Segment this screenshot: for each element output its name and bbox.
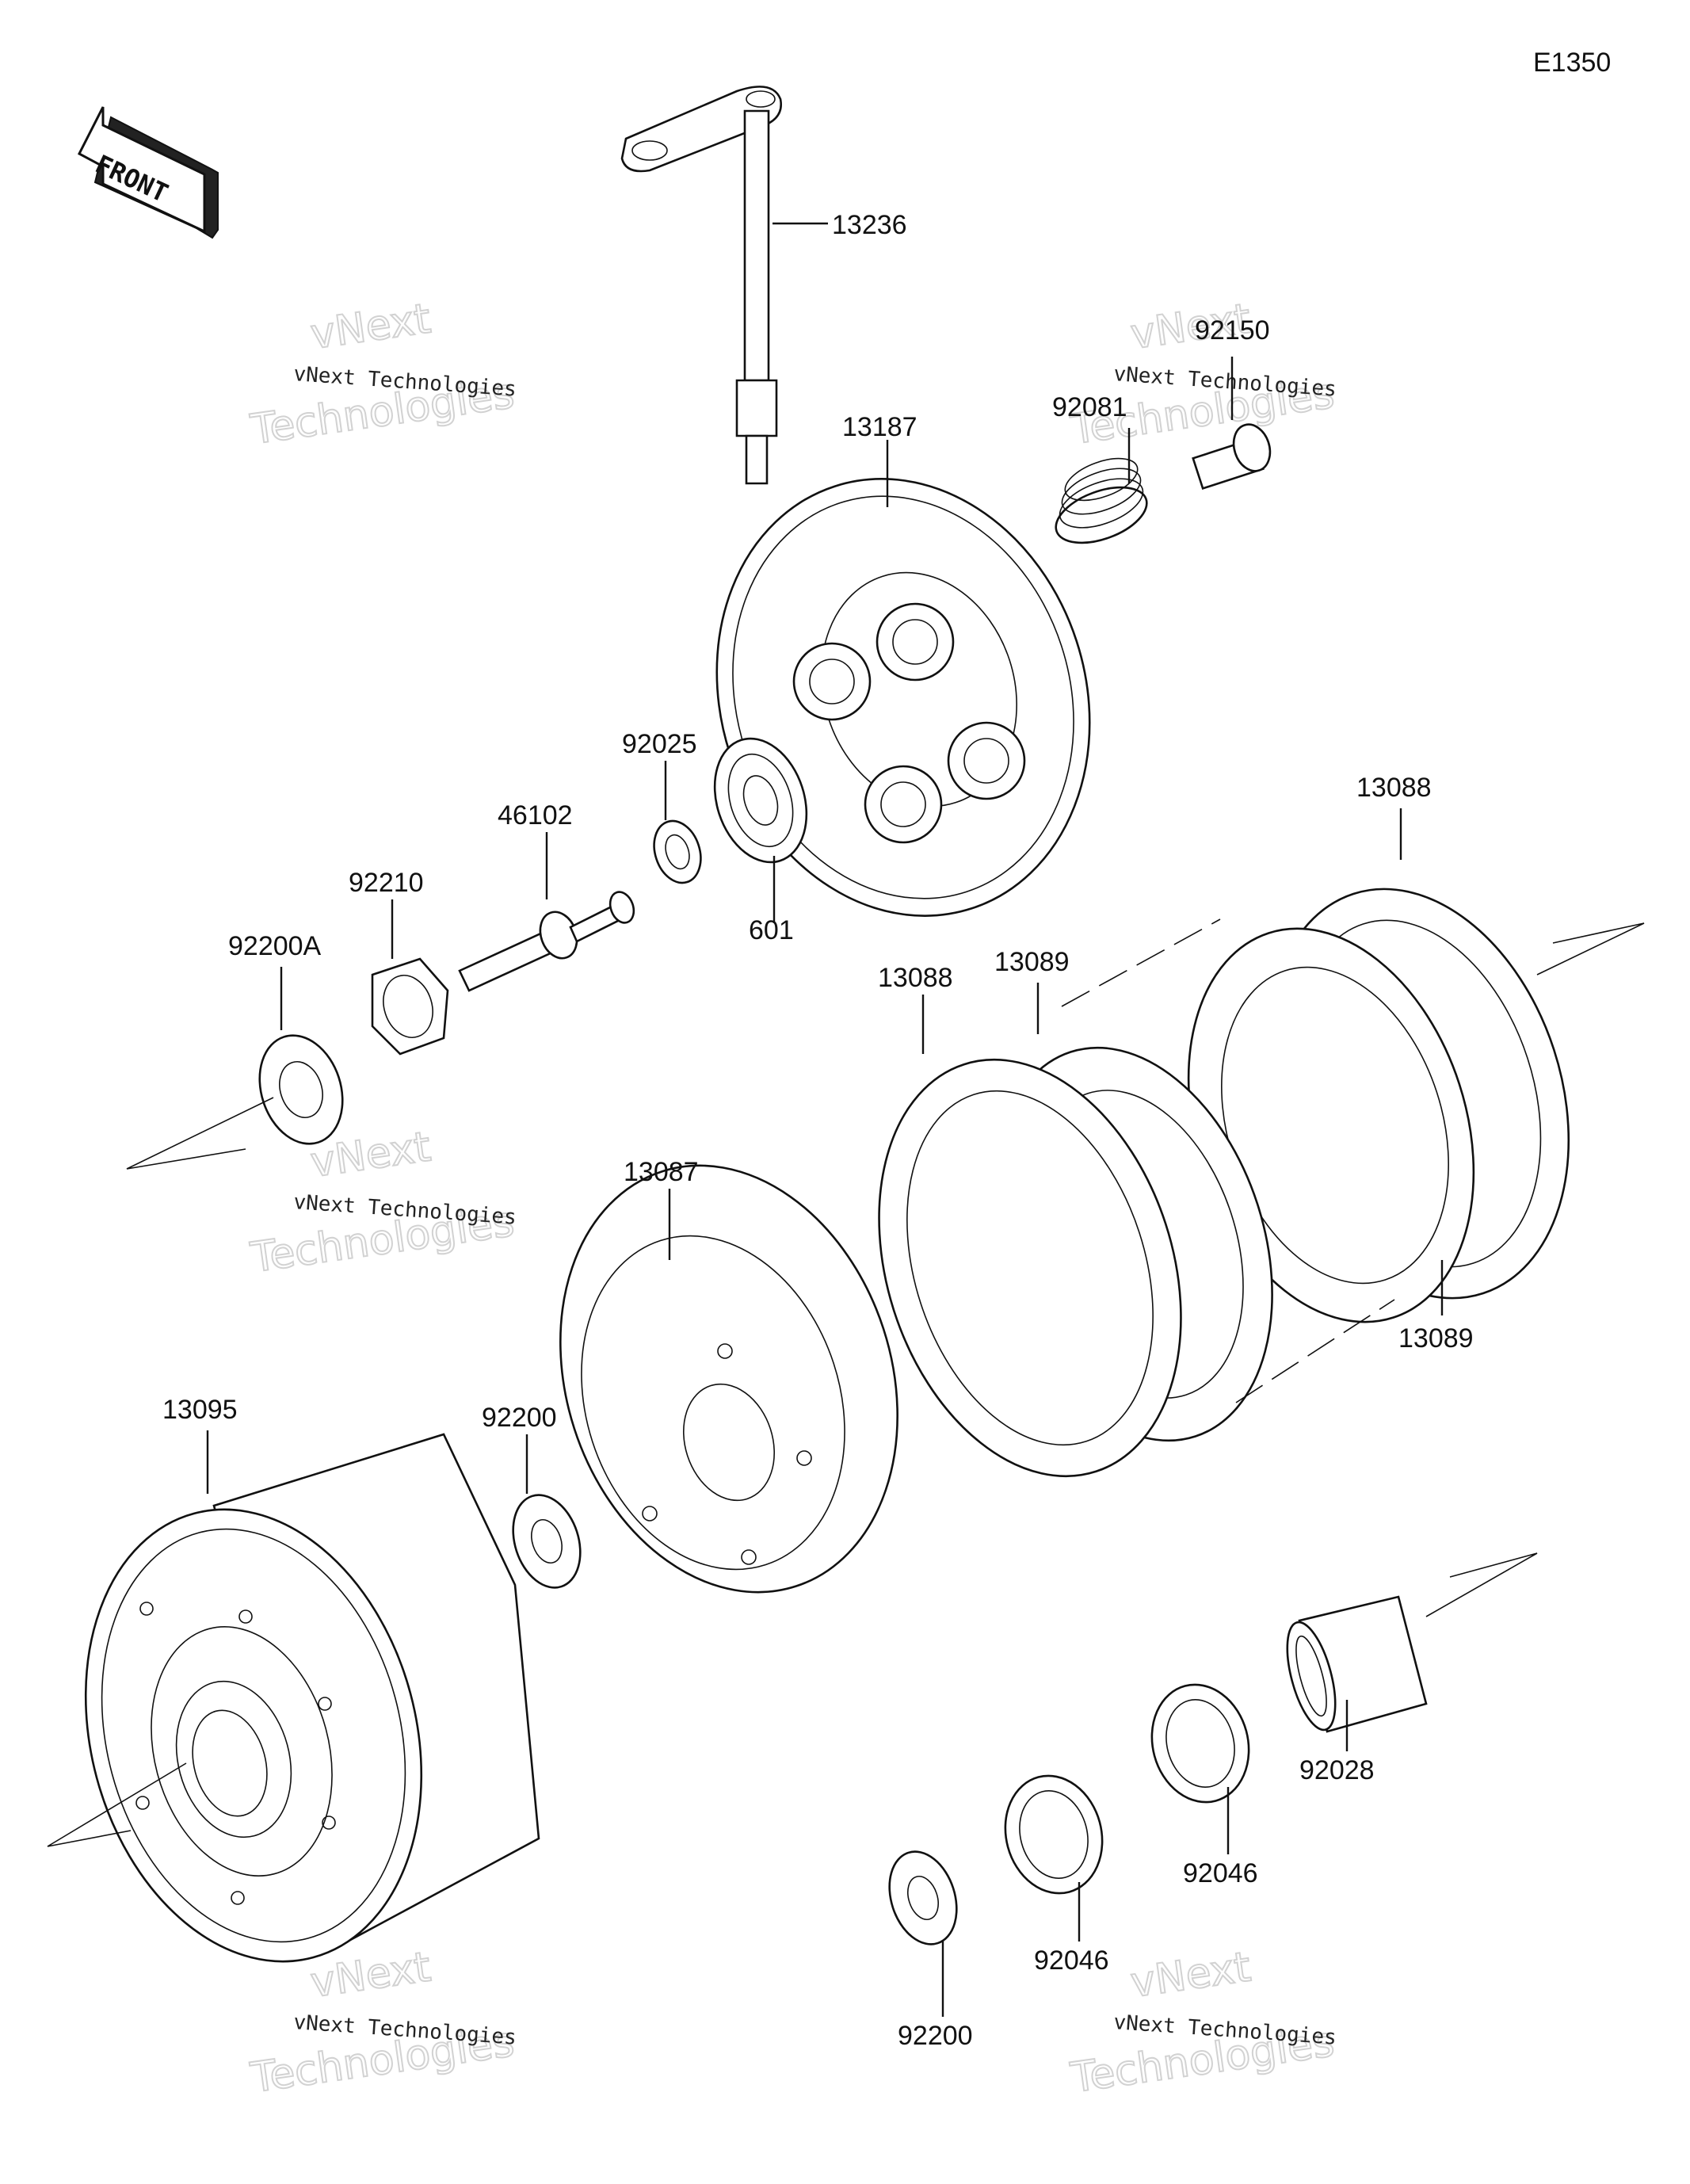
part-label-46102: 46102 xyxy=(498,800,573,830)
part-label-92046-right: 92046 xyxy=(1183,1858,1258,1888)
push-rod-46102 xyxy=(458,891,635,992)
part-label-92046-left: 92046 xyxy=(1034,1945,1109,1976)
part-label-92200-middle: 92200 xyxy=(482,1403,557,1433)
svg-text:vNext: vNext xyxy=(307,295,433,359)
part-label-92150: 92150 xyxy=(1195,315,1270,346)
part-label-13088-left: 13088 xyxy=(878,963,953,993)
part-label-92210: 92210 xyxy=(349,868,424,898)
part-label-13236: 13236 xyxy=(832,210,907,240)
part-label-92028: 92028 xyxy=(1299,1755,1375,1785)
part-label-13089-bottom: 13089 xyxy=(1398,1323,1474,1354)
part-label-601: 601 xyxy=(749,915,794,945)
part-label-92081: 92081 xyxy=(1052,392,1127,422)
part-label-13095: 13095 xyxy=(162,1395,238,1425)
clutch-housing-13095 xyxy=(84,1433,540,1963)
svg-text:vNext: vNext xyxy=(1127,1943,1253,2007)
watermark-mid-left: vNext Technologies vNext Technologies xyxy=(246,1122,517,1283)
part-label-92200A: 92200A xyxy=(228,931,322,961)
washer-92025 xyxy=(653,819,702,884)
part-label-13088-top: 13088 xyxy=(1356,773,1432,803)
diagram-id: E1350 xyxy=(1533,48,1611,78)
part-label-13187: 13187 xyxy=(842,412,917,442)
washer-92200-middle xyxy=(512,1494,582,1589)
part-label-92025: 92025 xyxy=(622,729,697,759)
clutch-hub-13087 xyxy=(559,1164,898,1594)
bolt-92150 xyxy=(1192,423,1272,491)
washer-92200-bottom xyxy=(888,1850,958,1945)
needle-bearing-92046-left xyxy=(1004,1774,1104,1895)
friction-plate-13088-left xyxy=(878,1058,1182,1478)
nut-92210 xyxy=(371,957,449,1056)
bearing-601 xyxy=(713,737,808,864)
front-arrow-icon: FRONT xyxy=(77,106,219,239)
watermark-top-left: vNext Technologies vNext Technologies xyxy=(246,294,517,455)
part-label-13089-top: 13089 xyxy=(994,947,1070,977)
needle-bearing-92046-right xyxy=(1150,1683,1250,1804)
spring-92081 xyxy=(1055,457,1148,544)
sleeve-92028 xyxy=(1286,1595,1428,1733)
part-label-13087: 13087 xyxy=(624,1157,699,1187)
watermark-bottom-left: vNext Technologies vNext Technologies xyxy=(246,1942,517,2103)
release-shaft-13236 xyxy=(620,86,782,485)
pressure-plate-13187 xyxy=(715,478,1091,917)
part-label-92200-bottom: 92200 xyxy=(898,2021,973,2051)
